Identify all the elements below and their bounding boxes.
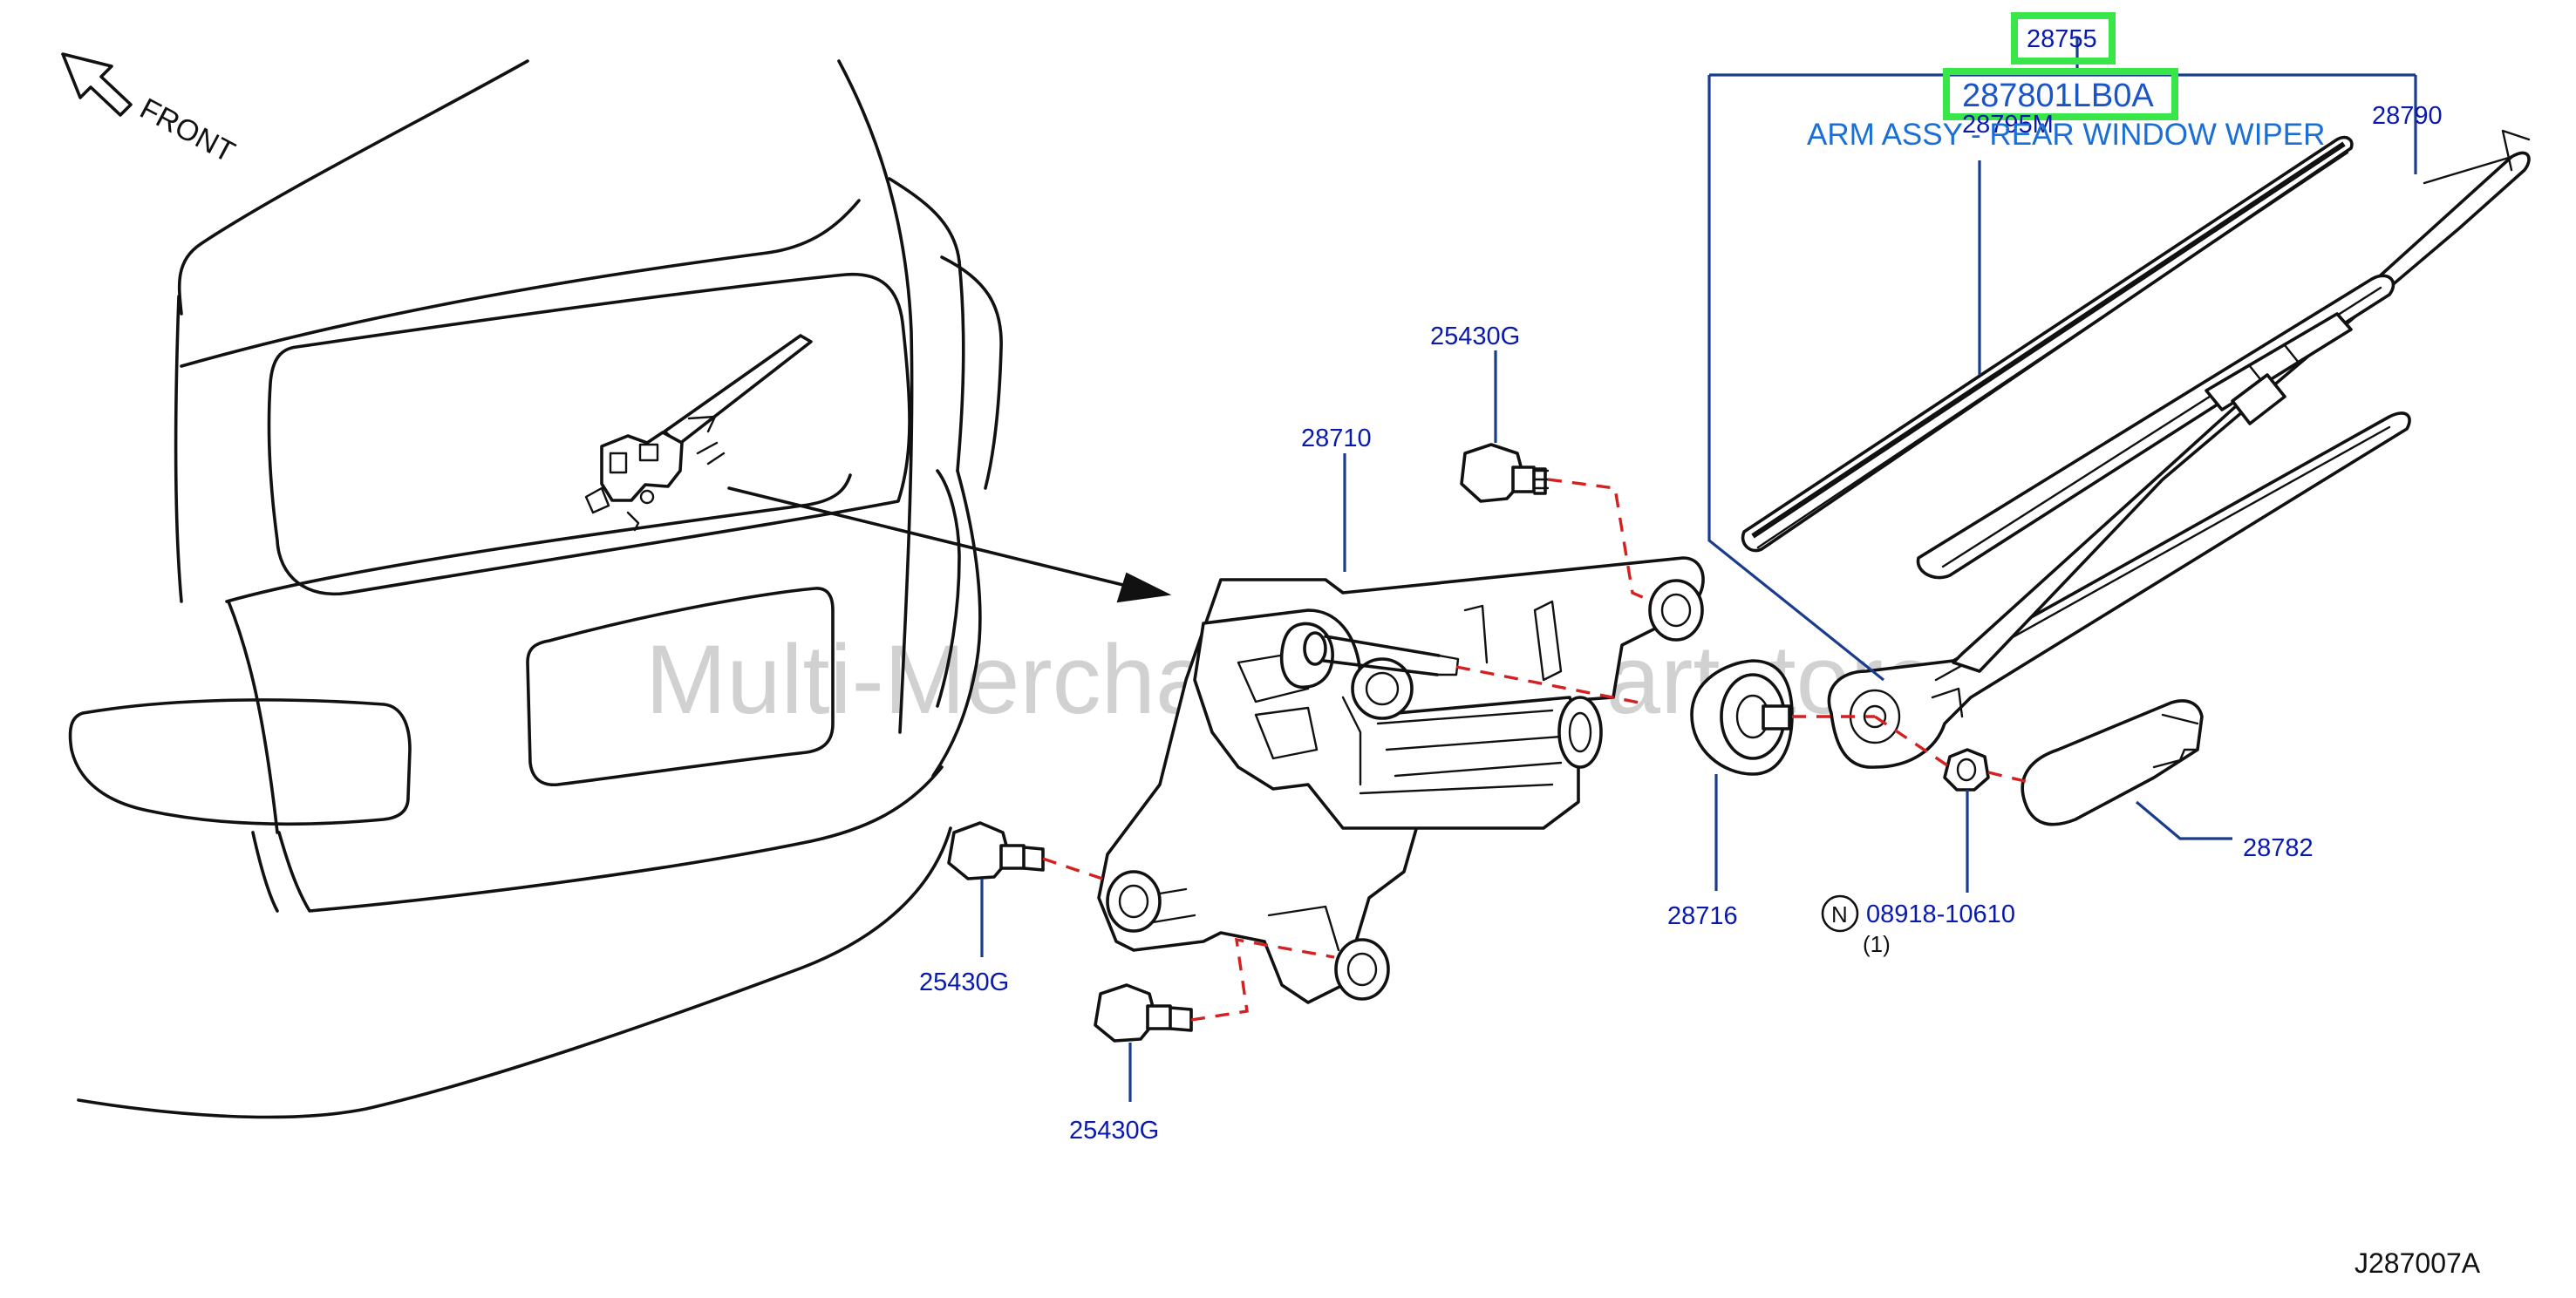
callout-bolt-bottom: 25430G — [1069, 1117, 1159, 1145]
nut-symbol-letter: N — [1831, 901, 1848, 928]
front-arrow-icon — [61, 52, 133, 117]
callout-arm: 28790 — [2372, 102, 2443, 130]
callout-grommet: 28716 — [1667, 902, 1738, 930]
callout-bolt-left: 25430G — [919, 968, 1009, 996]
nut — [1943, 748, 1990, 792]
nut-quantity: (1) — [1863, 931, 1891, 957]
detail-arrow — [727, 486, 1172, 603]
grommet — [1690, 659, 1794, 776]
front-direction-label: FRONT — [134, 92, 240, 170]
wiper-motor-assembly — [1097, 556, 1705, 1004]
vehicle-wiper-location — [584, 334, 813, 532]
bolt-bottom — [1094, 983, 1193, 1043]
callout-motor: 28710 — [1301, 425, 1372, 452]
callout-cap: 28782 — [2243, 834, 2314, 862]
wiper-arm — [1827, 129, 2531, 769]
wiper-blade — [1741, 135, 2354, 553]
part-description: ARM ASSY - REAR WINDOW WIPER — [1807, 118, 2325, 152]
wiper-assy-highlight — [2011, 12, 2116, 65]
bolt-left — [947, 821, 1045, 880]
callout-nut: 08918-10610 — [1866, 900, 2015, 928]
callout-wiper-assy: 28755 — [2027, 25, 2097, 53]
callout-bolt-top: 25430G — [1430, 323, 1520, 350]
vehicle-rear-body — [68, 59, 1003, 1119]
callout-highlighted-part-number: 287801LB0A — [1962, 78, 2154, 114]
nut-symbol-circle — [1821, 894, 1859, 933]
part-number-highlight — [1943, 68, 2178, 120]
callout-blade: 28795M — [1962, 111, 2054, 139]
pivot-cap — [2021, 699, 2204, 826]
diagram-reference-code: J287007A — [2355, 1247, 2481, 1279]
bolt-top — [1460, 443, 1550, 503]
installation-guide-lines — [1042, 478, 2033, 1022]
